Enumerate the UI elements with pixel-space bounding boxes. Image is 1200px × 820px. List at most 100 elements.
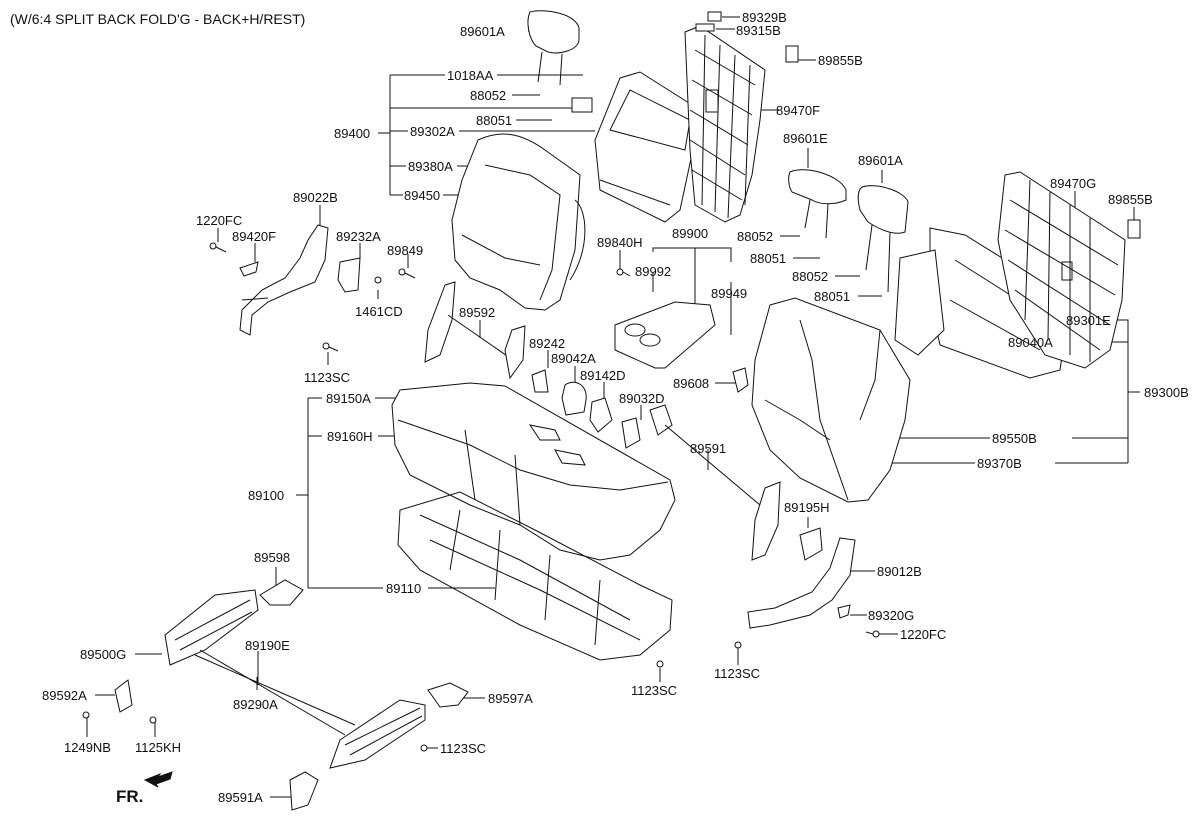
part-label[interactable]: 89320G [868, 608, 915, 623]
part-label[interactable]: 89302A [410, 124, 455, 139]
part-label[interactable]: 89470G [1050, 176, 1097, 191]
back-panel-g [997, 171, 1126, 369]
cover-89142D [589, 397, 613, 433]
bolt-1125KH [149, 716, 157, 724]
bolt-1123SC-d [420, 744, 428, 752]
part-label[interactable]: 89100 [248, 488, 285, 503]
hinge-89592 [424, 281, 526, 380]
bracket-89032D [621, 417, 641, 449]
cover-89042A [561, 381, 587, 416]
seatback-left [451, 133, 586, 311]
part-label[interactable]: 89470F [776, 103, 821, 118]
side-cover-right [747, 537, 856, 629]
part-label[interactable]: 88052 [737, 229, 774, 244]
diagram-title: (W/6:4 SPLIT BACK FOLD'G - BACK+H/REST) [10, 11, 306, 27]
bolt-1249NB [82, 711, 90, 719]
part-label[interactable]: 89300B [1144, 385, 1189, 400]
part-label[interactable]: 89592A [42, 688, 87, 703]
part-label[interactable]: 89160H [327, 429, 373, 444]
part-label[interactable]: 89500G [80, 647, 127, 662]
recliner-89608 [732, 367, 749, 393]
part-label[interactable]: 89601E [783, 131, 828, 146]
part-label[interactable]: 89150A [326, 391, 371, 406]
part-label[interactable]: 1123SC [440, 741, 487, 756]
rod-89591 [649, 404, 781, 561]
bracket-89420F [239, 261, 259, 277]
bracket-89232A [337, 257, 361, 293]
part-label[interactable]: 88051 [750, 251, 787, 266]
part-label[interactable]: 89598 [254, 550, 291, 565]
part-label[interactable]: 89855B [818, 53, 863, 68]
part-label[interactable]: 89012B [877, 564, 922, 579]
cover-89597A [427, 682, 469, 708]
bracket-89242 [531, 369, 549, 393]
front-direction-label: FR. [116, 787, 144, 806]
part-label[interactable]: 89022B [293, 190, 338, 205]
part-label[interactable]: 89420F [232, 229, 277, 244]
part-label[interactable]: 89232A [336, 229, 381, 244]
part-label[interactable]: 89290A [233, 697, 278, 712]
part-label[interactable]: 1125KH [135, 740, 182, 755]
part-label[interactable]: 89550B [992, 431, 1037, 446]
part-label[interactable]: 89380A [408, 159, 453, 174]
seat-frame [397, 491, 673, 661]
bracket-89320G [837, 604, 851, 619]
part-label[interactable]: 89450 [404, 188, 441, 203]
part-label[interactable]: 88052 [470, 88, 507, 103]
part-label[interactable]: 1461CD [355, 304, 403, 319]
side-cover-left [239, 224, 329, 336]
part-label[interactable]: 89591A [218, 790, 263, 805]
part-label[interactable]: 89855B [1108, 192, 1153, 207]
part-label[interactable]: 88051 [476, 113, 513, 128]
part-label[interactable]: 89315B [736, 23, 781, 38]
part-label[interactable]: 89242 [529, 336, 566, 351]
bolt-89840H [616, 268, 631, 277]
part-label[interactable]: 89992 [635, 264, 672, 279]
part-label[interactable]: 89040A [1008, 335, 1053, 350]
part-label[interactable]: 89597A [488, 691, 533, 706]
rail-right [329, 699, 426, 769]
part-label[interactable]: 89195H [784, 500, 830, 515]
part-label[interactable]: 89949 [711, 286, 748, 301]
part-label[interactable]: 89042A [551, 351, 596, 366]
seatback-right [751, 297, 911, 503]
part-label[interactable]: 89840H [597, 235, 643, 250]
part-label[interactable]: 89400 [334, 126, 371, 141]
part-label[interactable]: 89592 [459, 305, 496, 320]
cover-89598 [259, 579, 304, 606]
clip-89329B [707, 11, 722, 22]
part-label[interactable]: 89900 [672, 226, 709, 241]
headrest-left [527, 10, 580, 86]
part-label[interactable]: 88051 [814, 289, 851, 304]
clip-89315B [695, 23, 715, 32]
part-label[interactable]: 89608 [673, 376, 710, 391]
part-label[interactable]: 1018AA [447, 68, 494, 83]
part-label[interactable]: 89032D [619, 391, 665, 406]
part-label[interactable]: 1123SC [714, 666, 761, 681]
bolt-1220FC-b [865, 630, 880, 638]
cable-89190E [194, 649, 356, 736]
cover-89592A [114, 679, 133, 713]
part-label[interactable]: 1220FC [196, 213, 243, 228]
part-label[interactable]: 89370B [977, 456, 1022, 471]
part-label[interactable]: 89301E [1066, 313, 1111, 328]
part-label[interactable]: 89329B [742, 10, 787, 25]
seatback-frame-left [571, 71, 701, 223]
part-label[interactable]: 88052 [792, 269, 829, 284]
part-label[interactable]: 89110 [386, 581, 422, 596]
part-label[interactable]: 1220FC [900, 627, 947, 642]
part-label[interactable]: 89849 [387, 243, 424, 258]
part-label[interactable]: 1123SC [631, 683, 678, 698]
bolt-1123SC-a [322, 342, 339, 352]
part-label[interactable]: 89142D [580, 368, 626, 383]
bolt-1220FC-a [209, 242, 227, 253]
part-label[interactable]: 89591 [690, 441, 727, 456]
seatback-frame-right [894, 227, 1071, 379]
part-label[interactable]: 89601A [460, 24, 505, 39]
part-label[interactable]: 89190E [245, 638, 290, 653]
part-label[interactable]: 1123SC [304, 370, 351, 385]
part-label[interactable]: 89601A [858, 153, 903, 168]
part-label[interactable]: 1249NB [64, 740, 111, 755]
bracket-89195H [799, 527, 823, 561]
